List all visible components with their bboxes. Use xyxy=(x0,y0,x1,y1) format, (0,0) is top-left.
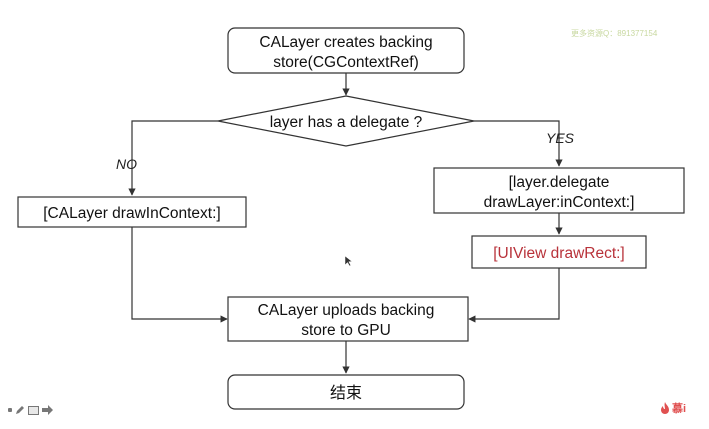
edge-drawincontext-to-upload xyxy=(131,227,228,323)
edge-uiview-to-upload xyxy=(468,268,560,323)
node-draw-in-context-label: [CALayer drawInContext:] xyxy=(43,205,220,222)
flame-icon xyxy=(661,402,669,414)
edge-label-yes: YES xyxy=(546,130,575,146)
node-upload-line-2: store to GPU xyxy=(301,322,391,339)
brand-logo: 慕i xyxy=(660,400,686,416)
edge-label-no: NO xyxy=(116,156,137,172)
node-delegate-draw xyxy=(433,167,685,214)
slides-icon[interactable] xyxy=(28,405,39,415)
node-upload xyxy=(227,296,469,342)
node-decision xyxy=(217,95,475,147)
node-decision-label: layer has a delegate ? xyxy=(270,114,423,131)
node-end xyxy=(227,374,465,410)
node-delegate-draw-line-2: drawLayer:inContext:] xyxy=(484,194,635,211)
node-start-line-1: CALayer creates backing xyxy=(259,34,432,51)
node-upload-line-1: CALayer uploads backing xyxy=(258,302,435,319)
dot-icon[interactable] xyxy=(8,408,12,412)
node-draw-in-context xyxy=(17,196,247,228)
brand-text: 慕i xyxy=(672,403,687,415)
node-start-line-2: store(CGContextRef) xyxy=(273,54,419,71)
edge-decision-no xyxy=(128,120,218,196)
node-uiview-draw xyxy=(471,235,647,269)
edge-decision-yes xyxy=(474,120,563,167)
node-uiview-draw-label: [UIView drawRect:] xyxy=(493,245,625,262)
node-delegate-draw-line-1: [layer.delegate xyxy=(509,174,610,191)
pen-icon[interactable] xyxy=(15,405,25,415)
watermark: 更多资源Q：891377154 xyxy=(571,29,658,38)
node-end-label: 结束 xyxy=(330,384,362,402)
next-arrow-icon[interactable] xyxy=(42,405,53,415)
node-start xyxy=(227,27,465,74)
mouse-cursor-icon xyxy=(344,255,353,267)
presentation-toolbar xyxy=(8,404,53,416)
